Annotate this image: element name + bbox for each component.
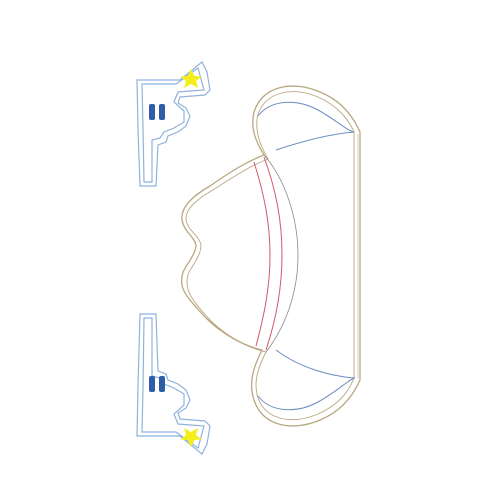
cowboy-hat bbox=[180, 85, 361, 427]
revolver-top-inner-icon bbox=[141, 67, 205, 183]
revolver-bottom bbox=[136, 313, 211, 455]
revolver-bottom-slot-icon bbox=[159, 376, 165, 392]
revolver-top bbox=[136, 61, 211, 187]
star-icon bbox=[180, 69, 202, 88]
hat-crown-curve bbox=[263, 154, 299, 353]
hat-brim-lower-curve bbox=[257, 349, 356, 411]
revolver-bottom-slot-icon bbox=[149, 376, 155, 392]
hat-brim-upper-curve bbox=[257, 101, 355, 151]
hat-band-inner bbox=[253, 161, 271, 347]
revolver-top-slot-icon bbox=[149, 104, 155, 120]
cowboy-hat-icon bbox=[180, 85, 361, 427]
revolver-top-slot-icon bbox=[159, 104, 165, 120]
revolver-bottom-inner-icon bbox=[141, 317, 205, 449]
star-icon bbox=[180, 428, 202, 447]
hat-band-outer bbox=[263, 156, 283, 351]
